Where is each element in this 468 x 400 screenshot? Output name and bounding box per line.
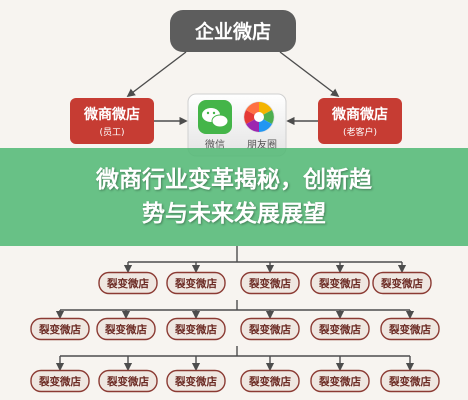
fission-store-label: 裂变微店 [248, 277, 291, 290]
right-store-label: 微商微店 [331, 106, 388, 123]
fission-store-box: 裂变微店 [240, 271, 300, 295]
fission-store-box: 裂变微店 [240, 317, 300, 341]
enterprise-store-box [170, 10, 296, 52]
fission-store-box: 裂变微店 [166, 271, 226, 295]
fission-store-label: 裂变微店 [248, 323, 291, 336]
fission-store-label: 裂变微店 [38, 323, 81, 336]
banner-title-line1: 微商行业变革揭秘，创新趋 [96, 167, 372, 193]
left-store-box [70, 98, 154, 144]
title-banner: 微商行业变革揭秘，创新趋 势与未来发展展望 [0, 148, 468, 246]
fission-store-label: 裂变微店 [388, 375, 431, 388]
arrow-top-to-right [279, 51, 340, 98]
fission-store-label: 裂变微店 [318, 277, 361, 290]
fission-store-box: 裂变微店 [98, 369, 158, 393]
wechat-label: 微信 [205, 138, 225, 151]
moments-icon [243, 101, 275, 133]
right-store-sub: (老客户) [343, 126, 377, 138]
fission-store-label: 裂变微店 [106, 375, 149, 388]
moments-label: 朋友圈 [247, 138, 277, 151]
fission-store-box: 裂变微店 [30, 369, 90, 393]
fission-store-box: 裂变微店 [166, 317, 226, 341]
wechat-icon [198, 100, 232, 134]
fission-store-box: 裂变微店 [380, 369, 440, 393]
fission-store-label: 裂变微店 [388, 323, 431, 336]
left-store-label: 微商微店 [83, 106, 140, 123]
left-store-sub: (员工) [99, 127, 124, 138]
fission-store-box: 裂变微店 [30, 317, 90, 341]
fission-store-label: 裂变微店 [174, 277, 217, 290]
fission-store-box: 裂变微店 [310, 369, 370, 393]
banner-title-line2: 势与未来发展展望 [142, 201, 326, 227]
fission-store-box: 裂变微店 [380, 317, 440, 341]
fission-store-box: 裂变微店 [96, 317, 156, 341]
right-store-box [318, 98, 402, 144]
fission-store-box: 裂变微店 [310, 271, 370, 295]
fission-store-label: 裂变微店 [174, 323, 217, 336]
fission-store-label: 裂变微店 [104, 323, 147, 336]
fission-store-label: 裂变微店 [318, 375, 361, 388]
fission-store-box: 裂变微店 [240, 369, 300, 393]
fission-store-box: 裂变微店 [166, 369, 226, 393]
fission-store-label: 裂变微店 [380, 277, 423, 290]
fission-store-label: 裂变微店 [248, 375, 291, 388]
fission-store-label: 裂变微店 [106, 277, 149, 290]
fission-store-label: 裂变微店 [318, 323, 361, 336]
fission-store-label: 裂变微店 [174, 375, 217, 388]
arrow-top-to-left [126, 51, 187, 98]
fission-store-box: 裂变微店 [372, 271, 432, 295]
fission-store-box: 裂变微店 [310, 317, 370, 341]
fission-store-box: 裂变微店 [98, 271, 158, 295]
enterprise-store-label: 企业微店 [194, 20, 271, 43]
fission-store-label: 裂变微店 [38, 375, 81, 388]
